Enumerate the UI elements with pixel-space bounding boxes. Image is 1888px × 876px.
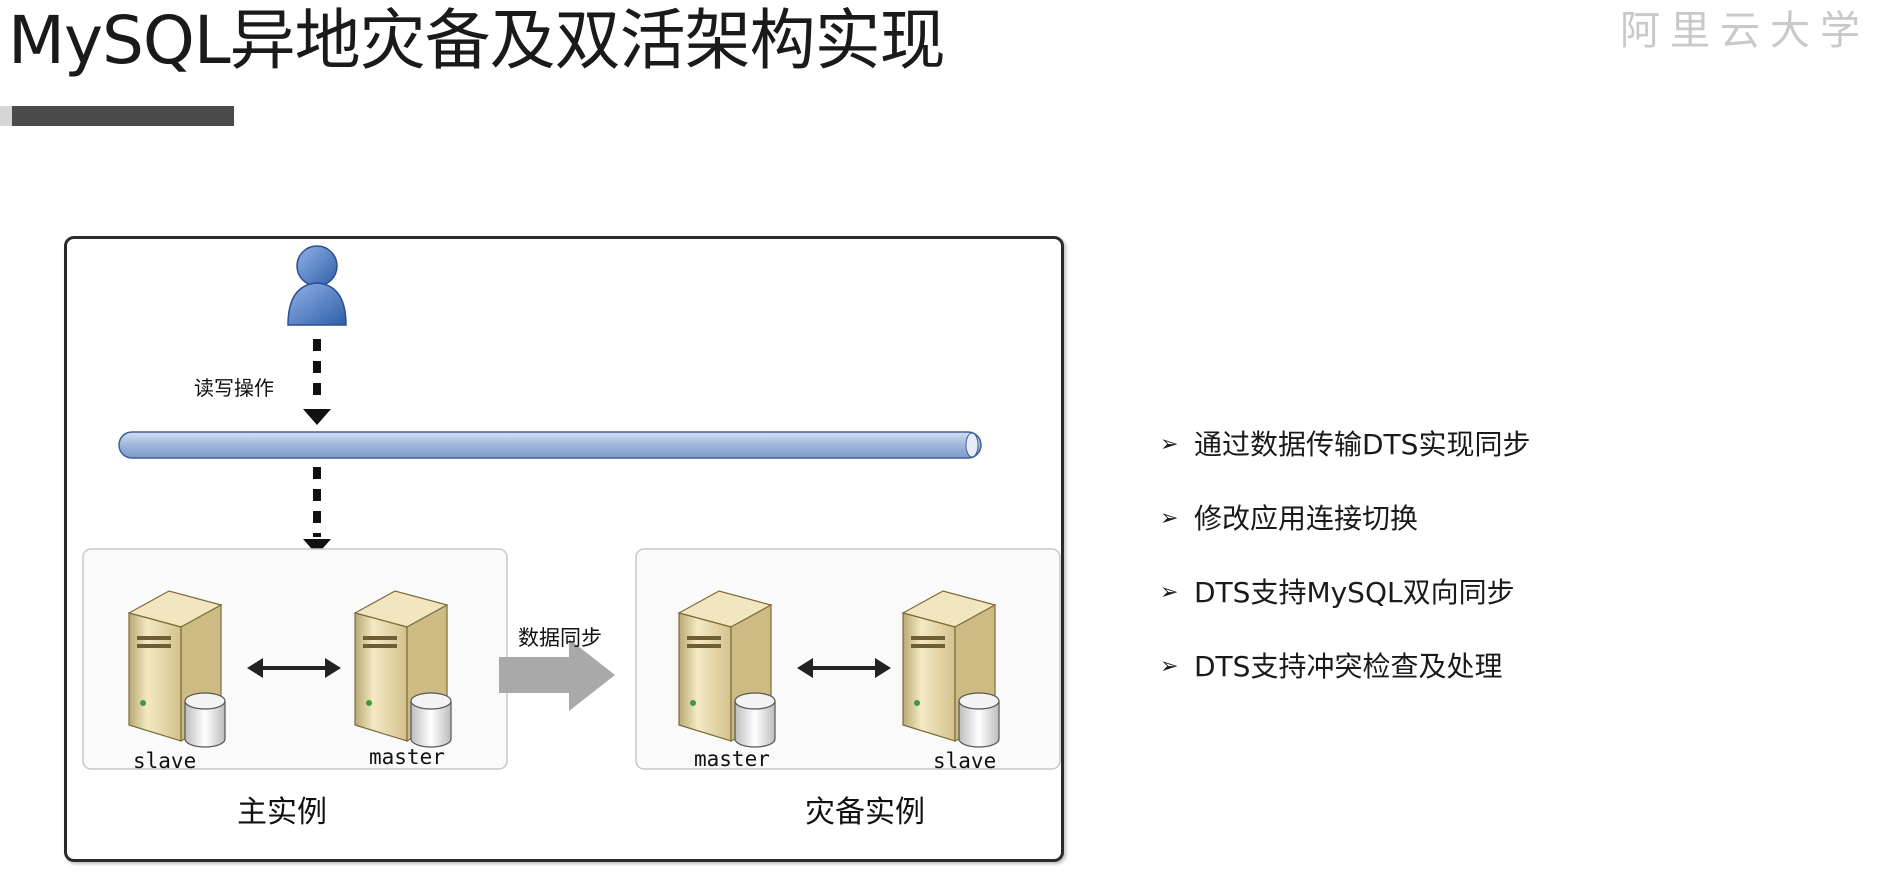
server-label: slave [933,749,997,773]
server-label: master [369,745,445,769]
sync-arrow-icon [499,639,615,711]
operation-label: 读写操作 [194,376,274,400]
list-item: ➢ 通过数据传输DTS实现同步 [1160,420,1530,494]
list-item: ➢ DTS支持冲突检查及处理 [1160,642,1530,716]
server-label: slave [133,749,197,773]
bullet-text: 修改应用连接切换 [1194,502,1419,535]
bullet-text: DTS支持冲突检查及处理 [1194,650,1503,683]
server-icon [353,590,452,748]
architecture-diagram: 读写操作 数据同步 slave master master slave 主实例 … [64,236,1064,862]
replication-arrow-icon [247,658,341,678]
server-icon [127,590,226,748]
diagram-graphics [82,245,1061,770]
bullet-arrow-icon: ➢ [1160,654,1179,679]
primary-instance-title: 主实例 [237,795,327,830]
sync-label: 数据同步 [518,626,602,650]
list-item: ➢ DTS支持MySQL双向同步 [1160,568,1530,642]
route-arrow-icon [303,467,331,555]
bullet-arrow-icon: ➢ [1160,432,1179,457]
list-item: ➢ 修改应用连接切换 [1160,494,1530,568]
load-balancer-bus [118,431,982,459]
server-icon [677,590,776,748]
feature-bullet-list: ➢ 通过数据传输DTS实现同步 ➢ 修改应用连接切换 ➢ DTS支持MySQL双向同步… [1160,420,1530,716]
server-icon [901,590,1000,748]
bullet-text: 通过数据传输DTS实现同步 [1194,428,1531,461]
request-arrow-icon [303,339,331,425]
standby-instance-title: 灾备实例 [805,795,925,830]
server-label: master [694,747,770,771]
replication-arrow-icon [797,658,891,678]
brand-watermark: 阿里云大学 [1620,8,1870,54]
title-underline-bar [0,106,234,126]
user-icon [287,245,347,326]
bullet-text: DTS支持MySQL双向同步 [1194,576,1515,609]
bullet-arrow-icon: ➢ [1160,506,1179,531]
slide-title: MySQL异地灾备及双活架构实现 [8,2,946,79]
bullet-arrow-icon: ➢ [1160,580,1179,605]
